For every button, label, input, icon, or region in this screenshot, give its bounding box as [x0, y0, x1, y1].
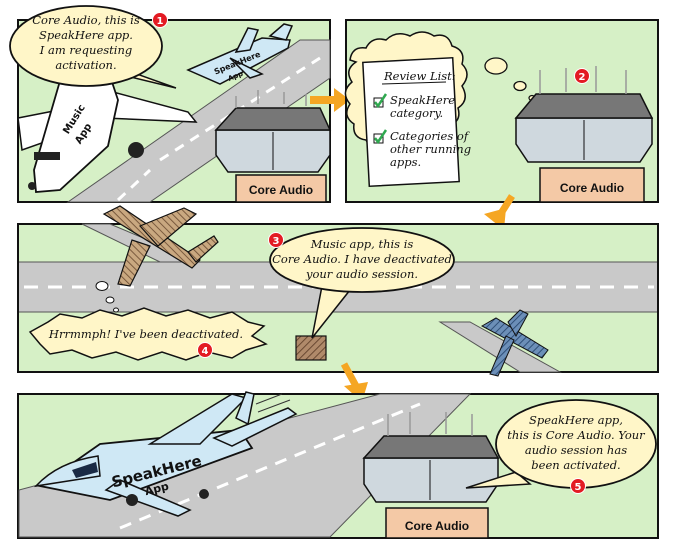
step-number-4: 4 [202, 346, 209, 357]
step-number-2: 2 [579, 72, 586, 83]
check-icon-2 [374, 129, 388, 145]
step-badge-5 [570, 478, 586, 494]
panel-4: SpeakHere App Core Audio SpeakHere app, … [17, 391, 659, 539]
flow-arrow-1 [310, 88, 350, 112]
music-app-plane: Music App [17, 57, 198, 193]
bubble-5-line-4: been activated. [531, 458, 620, 472]
panel-1: SpeakHere App Music App Core Audio [9, 5, 332, 203]
check-icon-1 [374, 93, 388, 109]
bubble-3-line-3: your audio session. [305, 267, 418, 281]
bubble-1-line-3: I am requesting [39, 43, 132, 57]
core-audio-tower-4: Core Audio [362, 412, 500, 539]
review-list-card: Review List: SpeakHere category. Categor… [362, 56, 471, 188]
review-item-2-line-1: Categories of [390, 129, 470, 143]
panel-3: Music app, this is Core Audio. I have de… [17, 205, 659, 377]
step-number-3: 3 [273, 236, 280, 247]
small-blue-plane [480, 309, 549, 377]
review-item-2-line-3: apps. [390, 155, 421, 169]
speakhere-plane-large: SpeakHere App [33, 391, 298, 517]
step-badge-2 [574, 68, 590, 84]
speakhere-plane-small: SpeakHere App [186, 23, 294, 85]
bubble-3-line-2: Core Audio. I have deactivated [272, 252, 452, 266]
burst-bubble-4: Hrrmmph! I've been deactivated. 4 [28, 307, 268, 361]
panel-2: Review List: SpeakHere category. Categor… [344, 19, 659, 203]
tower-label-1: Core Audio [249, 183, 313, 197]
bubble-1-line-1: Core Audio, this is [32, 13, 140, 27]
burst-text: Hrrmmph! I've been deactivated. [48, 327, 243, 341]
music-plane-departing [102, 205, 219, 287]
tower-label-4: Core Audio [405, 519, 469, 533]
review-list-title: Review List: [383, 69, 456, 83]
core-audio-tower-1: Core Audio [214, 90, 332, 203]
review-item-2-line-2: other running [390, 142, 471, 156]
step-number-1: 1 [157, 16, 164, 27]
core-audio-tower-2: Core Audio [514, 66, 654, 203]
step-badge-4 [197, 342, 213, 358]
bubble-5-line-1: SpeakHere app, [529, 413, 623, 427]
review-item-1-line-1: SpeakHere [390, 93, 455, 107]
speech-bubble-5: SpeakHere app, this is Core Audio. Your … [465, 399, 657, 494]
bubble-3-line-1: Music app, this is [310, 237, 414, 251]
speech-bubble-3: Music app, this is Core Audio. I have de… [268, 227, 455, 339]
bubble-1-line-4: activation. [55, 58, 116, 72]
tower-label-2: Core Audio [560, 181, 624, 195]
step-badge-3 [268, 232, 284, 248]
review-item-1-line-2: category. [390, 106, 443, 120]
step-badge-1 [152, 12, 168, 28]
speech-bubble-1: Core Audio, this is SpeakHere app. I am … [9, 5, 177, 89]
bubble-1-line-2: SpeakHere app. [39, 28, 133, 42]
step-number-5: 5 [575, 482, 582, 493]
bubble-5-line-3: audio session has [525, 443, 627, 457]
bubble-5-line-2: this is Core Audio. Your [507, 428, 646, 442]
plane-large-label-2: App [143, 480, 170, 499]
core-audio-crate [295, 335, 327, 361]
